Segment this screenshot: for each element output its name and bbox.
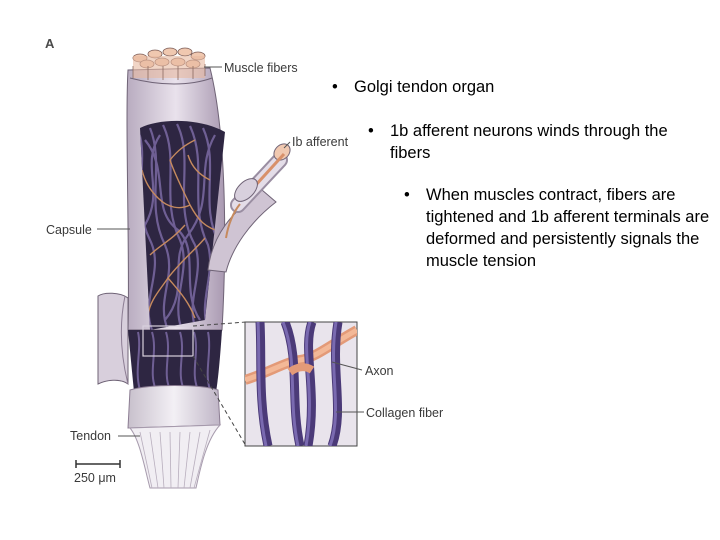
bullet-marker: • xyxy=(404,184,410,206)
bullet-text: When muscles contract, fibers are tighte… xyxy=(426,186,709,270)
label-tendon: Tendon xyxy=(70,429,111,443)
bullet-1b-afferent: • 1b afferent neurons winds through the … xyxy=(390,120,710,164)
label-scale-bar: 250 μm xyxy=(74,471,116,485)
bullet-marker: • xyxy=(332,76,338,98)
tendon-region xyxy=(128,330,222,488)
bullet-text: Golgi tendon organ xyxy=(354,78,494,96)
bullet-golgi-tendon-organ: • Golgi tendon organ xyxy=(354,76,704,98)
bullet-muscle-contraction: • When muscles contract, fibers are tigh… xyxy=(426,184,716,272)
bullet-marker: • xyxy=(368,120,374,142)
inset-magnified-view xyxy=(245,322,357,446)
capsule-flap xyxy=(98,293,128,384)
label-collagen-fiber: Collagen fiber xyxy=(366,406,443,420)
panel-letter: A xyxy=(45,36,55,51)
label-muscle-fibers: Muscle fibers xyxy=(224,61,298,75)
label-capsule: Capsule xyxy=(46,223,92,237)
bullet-text: 1b afferent neurons winds through the fi… xyxy=(390,122,668,162)
label-axon: Axon xyxy=(365,364,394,378)
label-ib-afferent: Ib afferent xyxy=(292,135,349,149)
scale-bar xyxy=(76,460,120,468)
